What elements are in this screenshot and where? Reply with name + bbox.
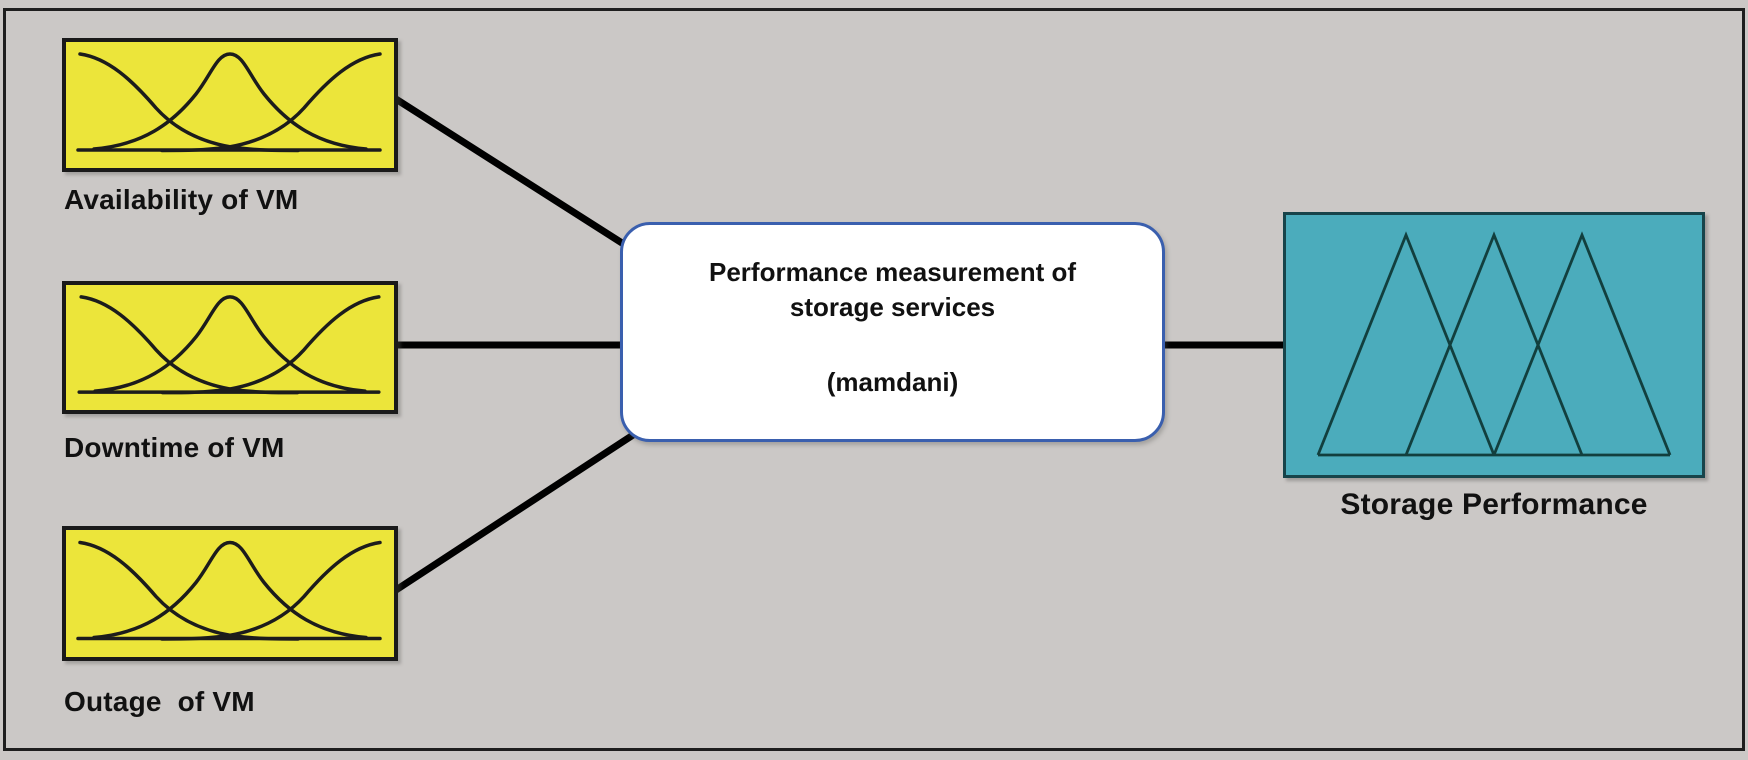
input-label-outage: Outage of VM (64, 686, 255, 717)
input-label-downtime: Downtime of VM (64, 432, 285, 463)
connector-input1-to-process (394, 96, 627, 248)
input-label-availability: Availability of VM (64, 184, 299, 215)
process-title: Performance measurement of storage servi… (708, 257, 1077, 323)
connector-input3-to-process (394, 432, 635, 593)
input-box-availability (62, 38, 398, 172)
process-box-mamdani: Performance measurement of storage servi… (620, 222, 1165, 442)
gaussian-mf-icon (76, 540, 382, 641)
input-box-outage (62, 526, 398, 661)
gaussian-mf-icon (77, 295, 381, 395)
input-box-downtime (62, 281, 398, 414)
process-subtitle: (mamdani) (826, 367, 959, 398)
output-box-storage-performance (1283, 212, 1705, 478)
triangular-mf-icon (1316, 231, 1672, 457)
gaussian-mf-icon (76, 52, 382, 153)
output-label-storage-performance: Storage Performance (1340, 488, 1648, 521)
